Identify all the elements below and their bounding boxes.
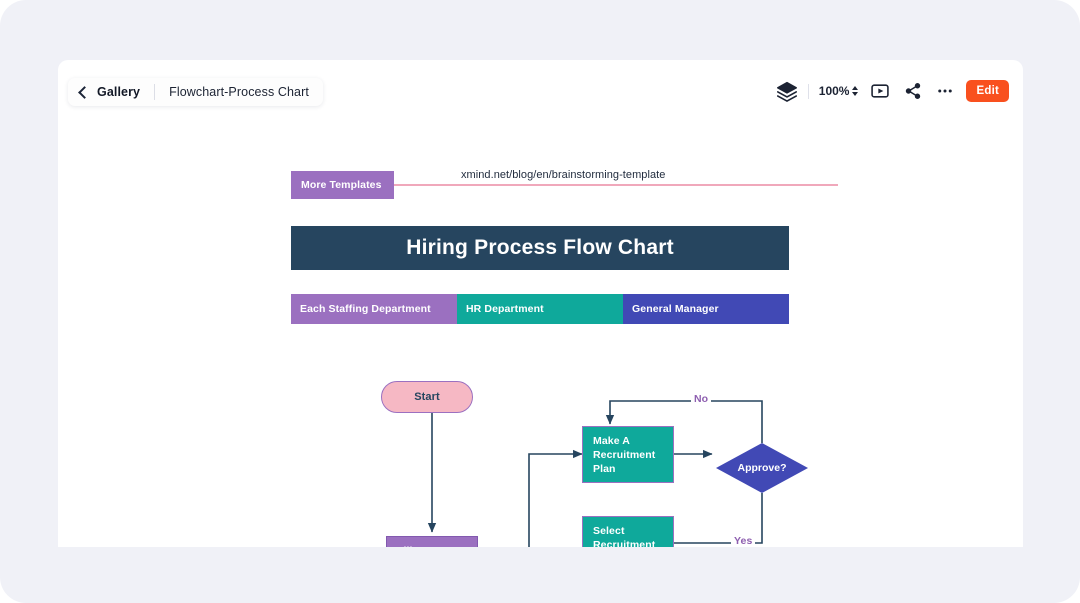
breadcrumb-gallery-link[interactable]: Gallery [97, 85, 141, 99]
node-start-label: Start [414, 391, 440, 403]
zoom-control[interactable]: 100% [819, 84, 859, 98]
top-toolbar: Gallery Flowchart-Process Chart 100% [58, 60, 1023, 122]
node-fill-requirement-form[interactable]: Fill Requirement Form [386, 536, 478, 547]
app-window: Gallery Flowchart-Process Chart 100% [58, 60, 1023, 547]
swimlane-general-manager: General Manager [623, 294, 789, 324]
template-url-label: xmind.net/blog/en/brainstorming-template [461, 169, 666, 181]
node-make-recruitment-plan-label: Make A Recruitment Plan [593, 434, 656, 475]
layers-icon[interactable] [776, 77, 808, 105]
edge-label-yes-approve: Yes [731, 535, 756, 547]
breadcrumb-divider [154, 84, 156, 100]
breadcrumb[interactable]: Gallery Flowchart-Process Chart [68, 78, 323, 106]
swimlane-each-staffing-department: Each Staffing Department [291, 294, 457, 324]
node-approve-decision[interactable]: Approve? [716, 443, 808, 493]
node-select-recruitment-channel[interactable]: Select Recruitment Channel [582, 516, 674, 547]
template-canvas: More Templates xmind.net/blog/en/brainst… [58, 122, 1023, 547]
toolbar-divider [807, 83, 809, 99]
toolbar-actions: 100% [776, 77, 1009, 105]
presentation-play-icon[interactable] [870, 77, 904, 105]
node-select-recruitment-channel-label: Select Recruitment Channel [593, 524, 656, 548]
page-title: Hiring Process Flow Chart [291, 226, 789, 270]
flowchart-connectors [427, 397, 763, 547]
share-icon[interactable] [904, 77, 936, 105]
chevron-left-icon[interactable] [78, 85, 91, 99]
node-make-recruitment-plan[interactable]: Make A Recruitment Plan [582, 426, 674, 483]
edit-button[interactable]: Edit [966, 80, 1009, 102]
zoom-level-label: 100% [818, 84, 850, 98]
breadcrumb-title: Flowchart-Process Chart [169, 85, 309, 99]
pink-divider-rule [394, 184, 838, 186]
chevron-updown-icon[interactable] [852, 86, 859, 96]
edge-label-no-approve: No [691, 393, 712, 405]
more-ellipsis-icon[interactable] [936, 77, 966, 105]
swimlane-hr-department: HR Department [457, 294, 623, 324]
swimlane-headers: Each Staffing Department HR Department G… [291, 294, 789, 324]
node-approve-label: Approve? [737, 462, 787, 474]
node-start[interactable]: Start [381, 381, 473, 413]
more-templates-button[interactable]: More Templates [291, 171, 394, 199]
node-fill-requirement-form-label: Fill Requirement Form [397, 544, 462, 548]
flowchart-diagram: Start Fill Requirement Form Make A Recru… [291, 344, 851, 547]
